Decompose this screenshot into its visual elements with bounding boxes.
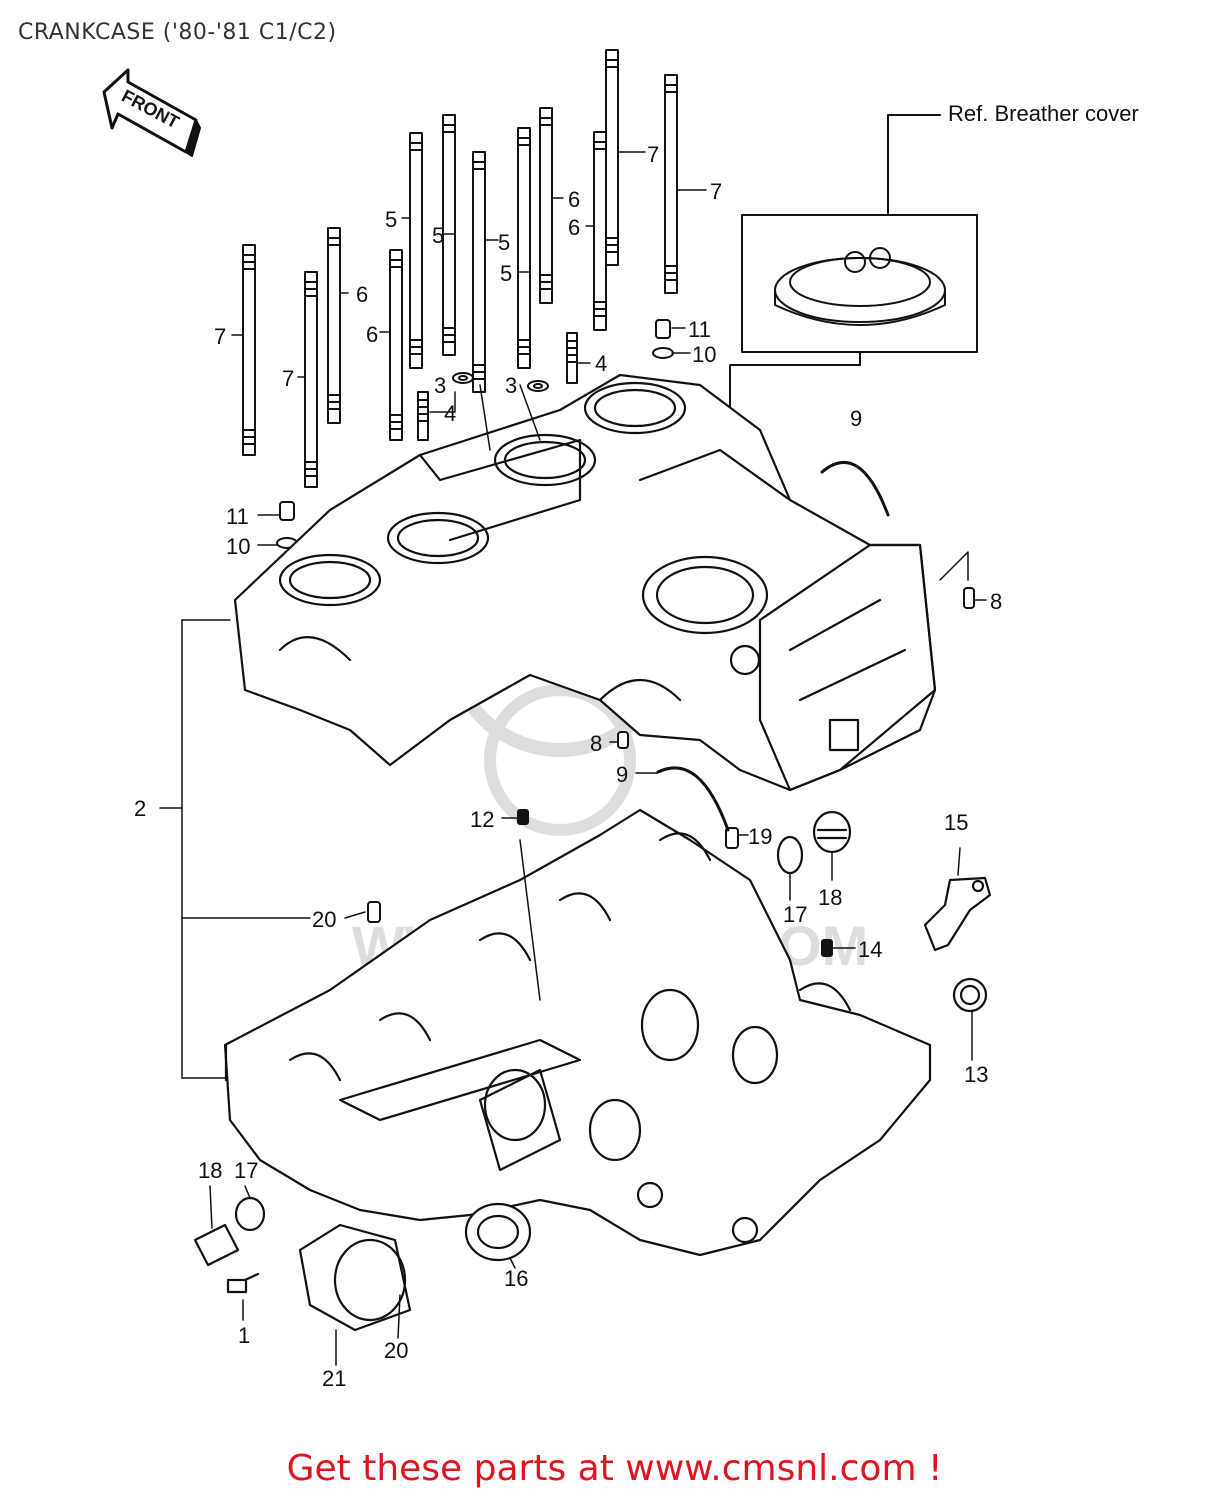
callout-4a: 4 (444, 401, 456, 426)
callout-19: 20 (384, 1338, 408, 1363)
callout-5c: 5 (498, 230, 510, 255)
callout-11a: 11 (688, 317, 711, 342)
stud-4a (417, 391, 429, 441)
footer-parts-link[interactable]: Get these parts at www.cmsnl.com ! (286, 1448, 943, 1489)
callout-14: 14 (858, 937, 882, 962)
stud-6b (389, 249, 403, 441)
callout-12: 12 (470, 807, 494, 832)
stud-7c (605, 49, 619, 266)
callout-6a: 6 (356, 282, 368, 307)
callout-3a: 3 (434, 373, 446, 398)
callout-3b: 3 (505, 373, 517, 398)
callout-20b: 20 (312, 907, 336, 932)
callout-8a: 8 (990, 589, 1002, 614)
stud-7b (304, 271, 318, 488)
upper-crankcase (233, 373, 937, 792)
callout-10a: 10 (692, 342, 716, 367)
stud-5a (409, 132, 423, 369)
callout-5d: 5 (500, 261, 512, 286)
stud-7a (242, 244, 256, 456)
stud-6c (539, 107, 553, 304)
callout-11b: 11 (226, 504, 249, 529)
misc-parts (193, 810, 992, 1332)
callout-10b: 10 (226, 534, 250, 559)
callout-6c: 6 (568, 187, 580, 212)
callout-9a: 9 (850, 406, 862, 431)
callout-20a: 19 (748, 824, 772, 849)
callout-18a: 18 (818, 885, 842, 910)
crankcase-exploded-diagram: WWW.CMSNL.COM FRONT Ref. Breather cover (102, 49, 1139, 1391)
callout-9b: 9 (616, 762, 628, 787)
small-fasteners (276, 319, 975, 957)
stud-7d (664, 74, 678, 294)
lower-crankcase (223, 808, 932, 1257)
callout-15: 15 (944, 810, 968, 835)
stud-5d (517, 127, 531, 369)
stud-5c (472, 151, 486, 393)
callout-6b: 6 (366, 322, 378, 347)
callout-21: 21 (322, 1366, 346, 1391)
cylinder-studs (242, 49, 678, 488)
breather-cover-note: Ref. Breather cover (948, 101, 1139, 126)
callout-7c: 7 (647, 142, 659, 167)
callout-1: 1 (238, 1323, 250, 1348)
callout-17b: 17 (234, 1158, 258, 1183)
callout-18b: 18 (198, 1158, 222, 1183)
stud-4b (566, 332, 578, 384)
callout-16: 16 (504, 1266, 528, 1291)
callout-6d: 6 (568, 215, 580, 240)
callout-7a: 7 (214, 324, 226, 349)
callout-13: 13 (964, 1062, 988, 1087)
front-arrow-icon: FRONT (102, 68, 201, 157)
leader-lines (159, 151, 987, 1366)
breather-cover-reference (729, 114, 978, 621)
stud-6a (327, 227, 341, 424)
callout-8b: 8 (590, 731, 602, 756)
callout-numbers: 2 7 7 6 6 5 5 5 5 6 6 7 7 3 3 4 4 11 10 … (134, 142, 1002, 1391)
callout-5b: 5 (432, 223, 444, 248)
callout-4b: 4 (595, 351, 607, 376)
callout-2: 2 (134, 796, 146, 821)
callout-7b: 7 (282, 366, 294, 391)
callout-7d: 7 (710, 179, 722, 204)
callout-17a: 17 (783, 902, 807, 927)
thrust-bearing-9 (656, 461, 890, 832)
stud-5b (442, 114, 456, 356)
callout-5a: 5 (385, 207, 397, 232)
stud-6d (593, 131, 607, 331)
page-title: CRANKCASE ('80-'81 C1/C2) (18, 20, 337, 45)
